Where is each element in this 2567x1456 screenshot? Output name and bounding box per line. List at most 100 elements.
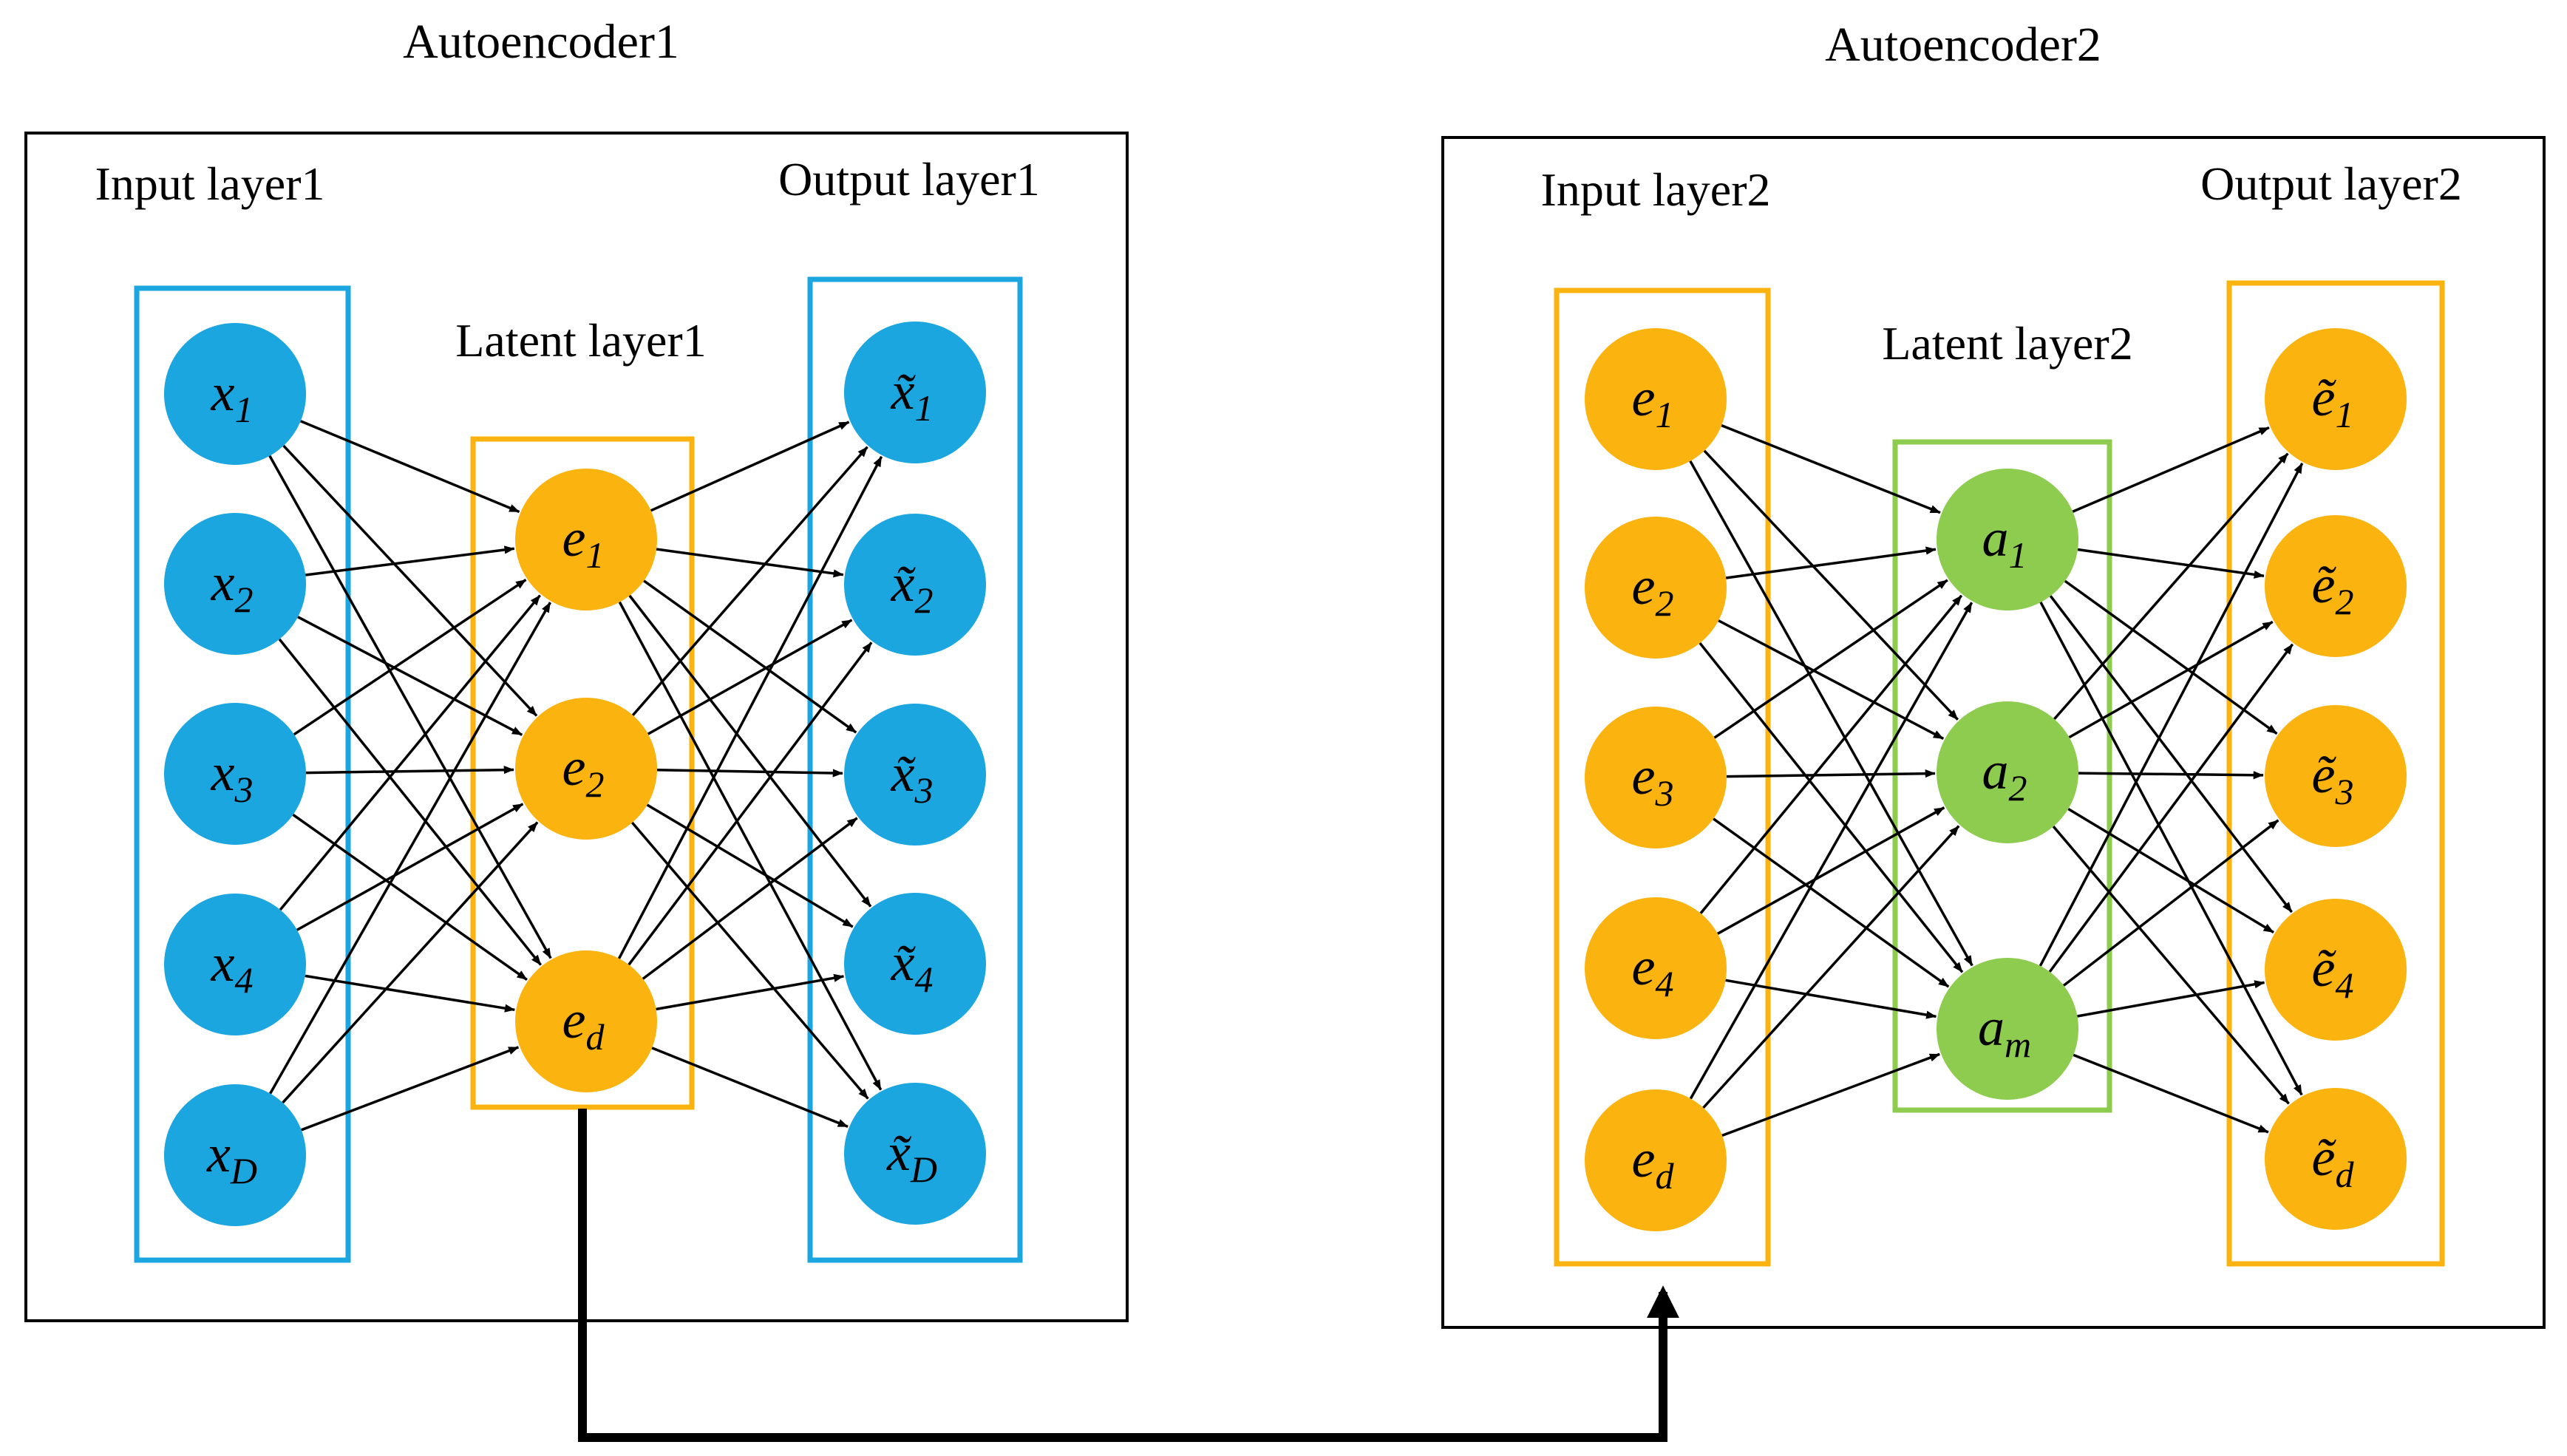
autoencoder1-latent-node-1: e1 [515,469,657,610]
autoencoder2-output-node-circle [2265,515,2407,657]
autoencoder1-input-node-circle [164,894,306,1035]
autoencoder2-decoder-edge-1-1 [2072,426,2270,513]
autoencoder2-input-node-4: e4 [1585,897,1727,1039]
autoencoder2-decoder-edge-1-2 [2077,548,2265,579]
autoencoder2-latent-node-circle [1937,469,2078,610]
autoencoder2-output-node-1: ẽ1 [2265,328,2407,470]
autoencoder2-decoder-edge-2-4 [2067,807,2274,933]
autoencoder1-output-node-label: x̃3 [891,744,934,811]
autoencoder2-decoder-edge-3-3 [2062,819,2279,987]
autoencoder1-input-node-label: x4 [211,933,254,1001]
autoencoder1-encoder-edge-2-2 [297,616,523,736]
autoencoder2-encoder-edge-1-2 [1703,449,1959,721]
autoencoder2-encoder-edge-1-1 [1721,423,1941,514]
output-layer1-label: Output layer1 [778,153,1040,205]
autoencoder1-input-node-circle [164,703,306,845]
autoencoder2-output-node-label: ẽ3 [2312,745,2354,812]
autoencoder1-connections [268,420,883,1132]
autoencoder2-input-node-circle [1585,897,1727,1039]
autoencoder2-decoder-edge-1-3 [2064,579,2278,735]
autoencoder1-input-node-label: x1 [211,363,254,430]
autoencoder1-latent-node-label: e1 [562,508,605,576]
autoencoder2-decoder-edge-3-4 [2077,980,2265,1018]
autoencoder1-latent-node-label: e2 [562,738,605,805]
autoencoder1-input-node-3: x3 [164,703,306,845]
autoencoder2-output-node-label: ẽd [2312,1128,2355,1195]
autoencoder1-encoder-edge-2-1 [305,545,515,576]
autoencoder1-latent-node-label: ed [562,990,605,1058]
latent-layer1-label: Latent layer1 [455,314,706,367]
autoencoder2-encoder-edge-1-3 [1689,460,1973,967]
autoencoder1: Autoencoder1 Input layer1 Latent layer1 … [24,15,1129,1322]
autoencoder1-decoder-edge-2-2 [647,619,853,735]
autoencoder2-decoder-edge-1-4 [2049,595,2293,914]
autoencoder2-input-node-3: e3 [1585,707,1727,848]
autoencoder2-output-node-circle [2265,899,2407,1041]
autoencoder2-input-node-label: e2 [1632,557,1674,624]
autoencoder1-encoder-edge-1-3 [268,455,552,959]
autoencoder1-output-node-label: x̃4 [891,933,934,1000]
autoencoder1-output-node-label: x̃D [886,1123,937,1190]
autoencoder1-encoder-edge-3-1 [293,578,527,736]
autoencoder1-output-node-5: x̃D [844,1083,986,1225]
autoencoder1-encoder-edge-5-2 [282,821,539,1104]
latent-to-input-transfer-arrow [578,1109,1679,1442]
autoencoder2-encoder-edge-2-2 [1718,619,1945,740]
autoencoder2-output-node-5: ẽd [2265,1088,2407,1230]
autoencoder2-input-node-circle [1585,328,1727,470]
autoencoder2-output-node-label: ẽ4 [2312,939,2354,1006]
autoencoder1-output-node-2: x̃2 [844,514,986,656]
autoencoder1-input-node-circle [164,323,306,465]
autoencoder1-decoder-edge-2-5 [631,821,869,1100]
autoencoder1-decoder-edge-1-5 [618,601,883,1091]
output-layer2-label: Output layer2 [2200,157,2462,210]
autoencoder1-input-node-circle [164,513,306,655]
autoencoder2-encoder-edge-5-3 [1721,1052,1940,1137]
autoencoder2-output-node-circle [2265,1088,2407,1230]
autoencoder2-latent-node-label: a1 [1982,508,2027,576]
autoencoder2-encoder-edge-5-2 [1702,825,1960,1109]
autoencoder2-decoder-edge-3-1 [2039,463,2304,967]
autoencoder1-input-node-1: x1 [164,323,306,465]
autoencoder1-encoder-edge-1-2 [282,444,538,717]
autoencoder2-encoder-edge-3-1 [1713,579,1948,739]
autoencoder2-decoder-edge-2-3 [2078,771,2264,780]
autoencoder2-latent-node-label: am [1978,998,2031,1065]
autoencoder2-encoder-edge-2-1 [1725,546,1937,579]
autoencoder1-title: Autoencoder1 [403,15,679,69]
autoencoder1-encoder-edge-4-2 [296,803,524,931]
autoencoder1-encoder-edge-3-2 [305,766,514,775]
autoencoder1-decoder-edge-1-1 [650,421,850,512]
autoencoder2-output-node-label: ẽ1 [2312,368,2354,435]
autoencoder2-latent-node-1: a1 [1937,469,2078,610]
autoencoder1-input-node-label: x3 [211,743,254,810]
autoencoder1-latent-node-circle [515,698,657,840]
autoencoder2-connections [1689,423,2304,1137]
autoencoder2-input-node-label: e3 [1632,746,1674,814]
autoencoder2-decoder-edge-2-5 [2052,826,2290,1105]
autoencoder2-frame [1441,136,2546,1329]
autoencoder1-input-node-2: x2 [164,513,306,655]
autoencoder1-latent-node-3: ed [515,950,657,1092]
autoencoder2-input-node-1: e1 [1585,328,1727,470]
autoencoder2-encoder-edge-4-3 [1725,979,1937,1019]
autoencoder1-output-node-circle [844,1083,986,1225]
autoencoder2-input-node-label: ed [1632,1129,1675,1197]
autoencoder2-latent-node-3: am [1937,958,2078,1100]
autoencoder2: Autoencoder2 Input layer2 Latent layer2 … [1441,18,2546,1329]
autoencoder2-input-node-label: e4 [1632,937,1674,1004]
autoencoder1-frame [24,132,1129,1322]
autoencoder1-output-node-1: x̃1 [844,322,986,463]
autoencoder1-encoder-edge-4-3 [305,974,515,1013]
output-layer2-box [2226,280,2445,1267]
autoencoder1-decoder-edge-1-2 [656,548,844,578]
autoencoder2-encoder-edge-3-3 [1713,817,1950,988]
autoencoder2-output-node-4: ẽ4 [2265,899,2407,1041]
autoencoder2-latent-node-label: a2 [1982,741,2027,809]
input-layer1-box [134,285,351,1263]
autoencoder1-decoder-edge-3-1 [617,456,883,959]
autoencoder1-decoder-edge-2-1 [631,446,868,716]
autoencoder2-encoder-edge-4-1 [1699,594,1963,914]
autoencoder2-decoder-edge-2-1 [2053,452,2289,721]
autoencoder2-title: Autoencoder2 [1825,18,2101,72]
